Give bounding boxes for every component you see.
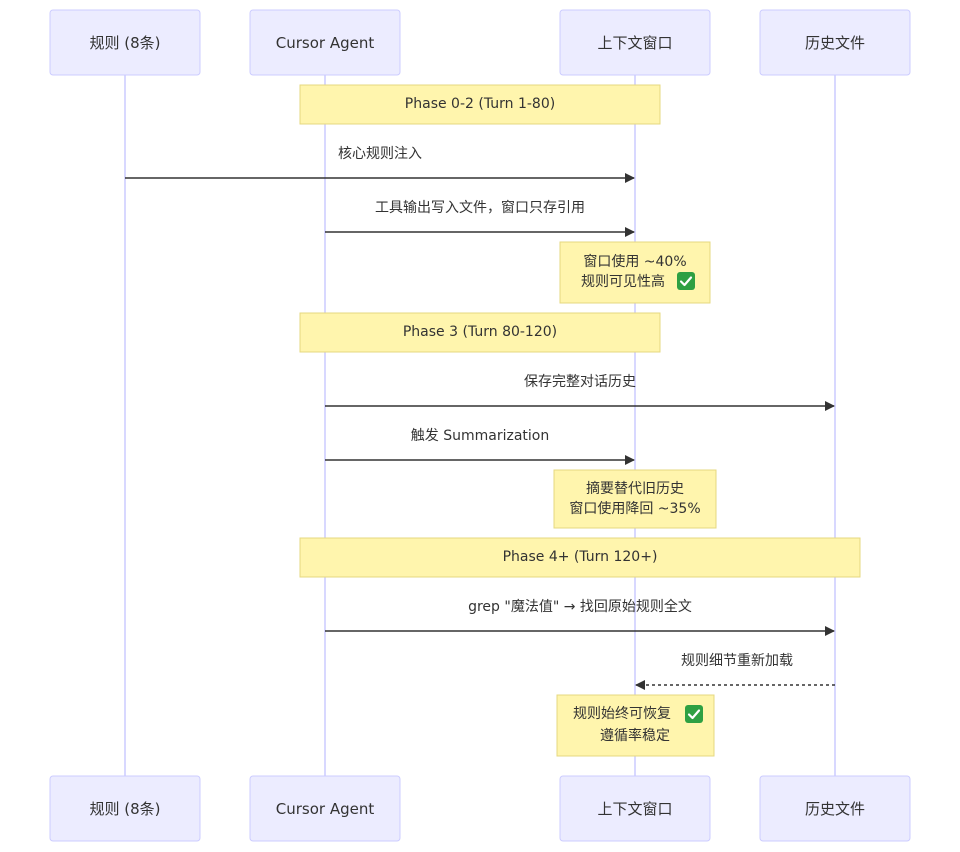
actor-rules-bottom: 规则 (8条) (49, 775, 201, 842)
message-0: 核心规则注入 (125, 146, 635, 183)
actor-label: Cursor Agent (276, 34, 375, 52)
phase-note-2: Phase 4+ (Turn 120+) (299, 537, 861, 578)
actor-label: 历史文件 (805, 34, 865, 52)
phase-label: Phase 4+ (Turn 120+) (503, 549, 658, 565)
actor-label: Cursor Agent (276, 800, 375, 818)
actor-agent-bottom: Cursor Agent (249, 775, 401, 842)
note-1: 摘要替代旧历史 窗口使用降回 ~35% (553, 469, 717, 529)
message-label: 核心规则注入 (338, 146, 422, 162)
note-line1: 窗口使用 ~40% (583, 253, 686, 270)
actor-label: 上下文窗口 (597, 800, 672, 818)
message-3: 触发 Summarization (325, 428, 635, 465)
note-0: 窗口使用 ~40% 规则可见性高 (559, 241, 711, 304)
actor-agent-top: Cursor Agent (249, 9, 401, 76)
note-2: 规则始终可恢复 遵循率稳定 (556, 694, 715, 757)
actor-history-bottom: 历史文件 (759, 775, 911, 842)
check-mark-icon (677, 272, 695, 290)
check-mark-icon (685, 705, 703, 723)
message-label: grep "魔法值" → 找回原始规则全文 (468, 598, 692, 615)
message-label: 触发 Summarization (411, 428, 549, 444)
note-line1: 摘要替代旧历史 (586, 480, 684, 497)
actor-history-top: 历史文件 (759, 9, 911, 76)
phase-label: Phase 3 (Turn 80-120) (403, 324, 557, 340)
actor-label: 历史文件 (805, 800, 865, 818)
note-line2: 规则可见性高 (581, 273, 665, 290)
message-1: 工具输出写入文件，窗口只存引用 (325, 199, 635, 237)
message-5: 规则细节重新加载 (635, 653, 835, 690)
actor-window-top: 上下文窗口 (559, 9, 711, 76)
message-4: grep "魔法值" → 找回原始规则全文 (325, 598, 835, 636)
message-label: 保存完整对话历史 (524, 374, 636, 390)
actor-window-bottom: 上下文窗口 (559, 775, 711, 842)
actor-label: 上下文窗口 (597, 34, 672, 52)
actor-label: 规则 (8条) (89, 34, 160, 52)
note-line2: 窗口使用降回 ~35% (569, 500, 700, 517)
message-label: 规则细节重新加载 (681, 653, 793, 669)
note-line2: 遵循率稳定 (600, 727, 670, 744)
actor-rules-top: 规则 (8条) (49, 9, 201, 76)
message-label: 工具输出写入文件，窗口只存引用 (375, 199, 585, 216)
note-line1: 规则始终可恢复 (573, 705, 671, 722)
actor-label: 规则 (8条) (89, 800, 160, 818)
phase-note-1: Phase 3 (Turn 80-120) (299, 312, 661, 353)
phase-label: Phase 0-2 (Turn 1-80) (405, 96, 555, 112)
message-2: 保存完整对话历史 (325, 374, 835, 411)
phase-note-0: Phase 0-2 (Turn 1-80) (299, 84, 661, 125)
